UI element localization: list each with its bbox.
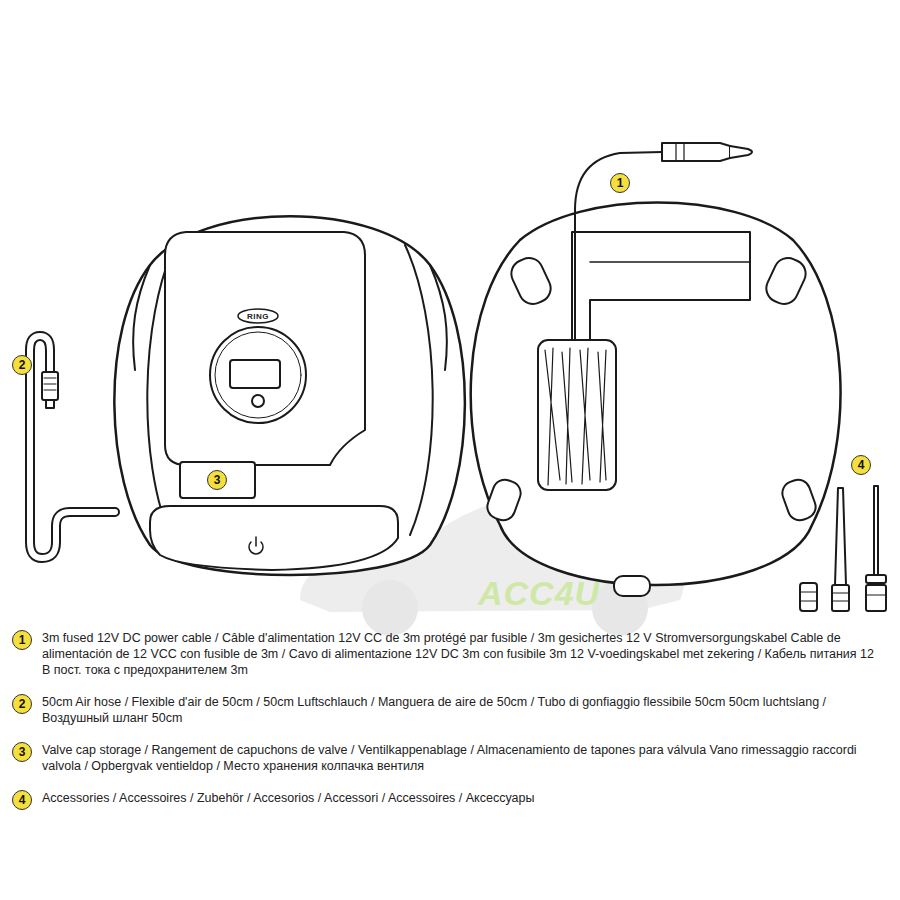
back-view: [471, 143, 841, 596]
watermark: ACC4U: [478, 574, 600, 613]
legend-text: 50cm Air hose / Flexible d'air de 50cm /…: [42, 694, 882, 726]
brand-logo: RING: [247, 312, 269, 321]
legend-row: 4Accessories / Accessoires / Zubehör / A…: [12, 790, 882, 806]
callout-number: 4: [851, 455, 871, 475]
callout-number: 2: [12, 694, 32, 714]
legend-row: 3 Valve cap storage / Rangement de capuch…: [12, 742, 882, 774]
callout-number: 3: [207, 470, 227, 490]
legend-text: Valve cap storage / Rangement de capucho…: [42, 742, 882, 774]
legend-row: 2 50cm Air hose / Flexible d'air de 50cm …: [12, 694, 882, 726]
callout-number: 4: [12, 790, 32, 810]
callout-number: 2: [12, 355, 32, 375]
legend-text: Accessories / Accessoires / Zubehör / Ac…: [42, 790, 882, 806]
front-view: [30, 216, 465, 575]
callout-number: 1: [610, 173, 630, 193]
legend-text: 3m fused 12V DC power cable / Câble d'al…: [42, 630, 882, 678]
callout-number: 1: [12, 630, 32, 650]
accessories: [800, 486, 886, 611]
callout-number: 3: [12, 742, 32, 762]
legend-row: 1 3m fused 12V DC power cable / Câble d'a…: [12, 630, 882, 678]
